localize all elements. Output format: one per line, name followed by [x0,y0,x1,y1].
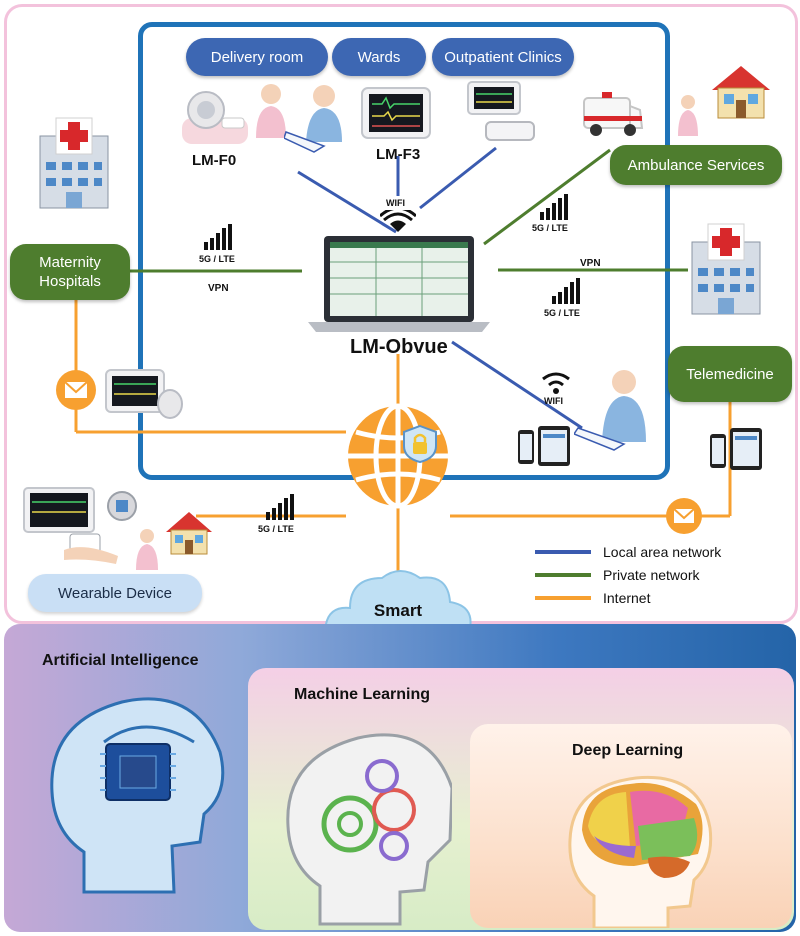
hospital-right-icon [691,223,761,315]
wifi-bottom-icon [542,372,570,394]
outpatient-clinics-pill: Outpatient Clinics [432,38,574,76]
maternity-hospitals-pill: Maternity Hospitals [10,244,130,300]
home-icon-top [712,66,770,119]
lm-f3-label: LM-F3 [376,146,421,163]
doctor-with-chart-icon [574,370,646,451]
legend-line-private [535,572,591,577]
dl-head-brain-icon [568,775,713,928]
machine-learning-panel: Machine Learning Deep Learning [248,668,794,930]
telemedicine-devices-icon [710,428,762,470]
hospital-left-icon [39,117,109,209]
wearable-device-pill: Wearable Device [28,574,202,612]
legend-item-internet: Internet [535,586,721,609]
lte-wearable-label: 5G / LTE [258,524,294,534]
ml-head-gears-icon [286,733,452,926]
signal-ambulance-icon [540,194,568,220]
vpn-telemedicine-label: VPN [580,258,601,269]
legend: Local area network Private network Inter… [535,540,721,609]
artificial-intelligence-title: Artificial Intelligence [42,652,199,669]
machine-learning-title: Machine Learning [294,686,431,703]
telemedicine-pill: Telemedicine [668,346,792,402]
lm-f0-lan-link [297,170,397,234]
lte-ambulance-label: 5G / LTE [532,223,568,233]
wifi-top-label: WIFI [386,198,405,208]
mail-right-icon [666,498,702,534]
legend-item-lan: Local area network [535,540,721,563]
ai-hierarchy-panel: Artificial Intelligence Machine Learning [4,624,796,932]
outpatient-monitor-icon [467,81,535,141]
outpatient-lan-link [419,146,497,210]
wifi-top-icon [380,210,416,232]
ambulance-icon [583,92,644,136]
wifi-bottom-label: WIFI [544,396,563,406]
ai-head-chip-icon [50,697,225,894]
legend-line-internet [535,595,591,600]
doctor-lan-link [451,340,583,430]
lm-f3-monitor-icon [361,87,431,139]
mobile-devices-icon [518,426,570,466]
mail-left-icon [56,370,96,410]
lte-telemedicine-label: 5G / LTE [544,308,580,318]
deep-learning-panel: Deep Learning [470,724,792,928]
nurse-icon [256,84,286,138]
home-monitor-icon [105,369,183,419]
central-station-laptop-icon [308,236,490,332]
lm-f0-label: LM-F0 [192,152,237,169]
delivery-room-pill: Delivery room [186,38,328,76]
pregnant-woman-bottom-icon [136,529,158,570]
lm-obvue-label: LM-Obvue [350,336,448,358]
ambulance-private-link [483,148,611,246]
legend-item-private: Private network [535,563,721,586]
wearable-device-scene-icon [23,487,137,564]
signal-maternity-icon [204,224,232,250]
legend-line-lan [535,549,591,554]
signal-wearable-icon [266,494,294,520]
security-lock-icon [403,424,437,464]
ambulance-services-pill: Ambulance Services [610,145,782,185]
vpn-maternity-label: VPN [208,283,229,294]
lte-maternity-label: 5G / LTE [199,254,235,264]
home-icon-bottom [166,512,212,555]
signal-telemedicine-icon [552,278,580,304]
deep-learning-title: Deep Learning [572,742,684,759]
clinician-with-tablet-icon [284,85,342,153]
wards-pill: Wards [332,38,426,76]
pregnant-woman-icon [678,95,698,136]
lm-f0-monitor-icon [182,91,248,144]
